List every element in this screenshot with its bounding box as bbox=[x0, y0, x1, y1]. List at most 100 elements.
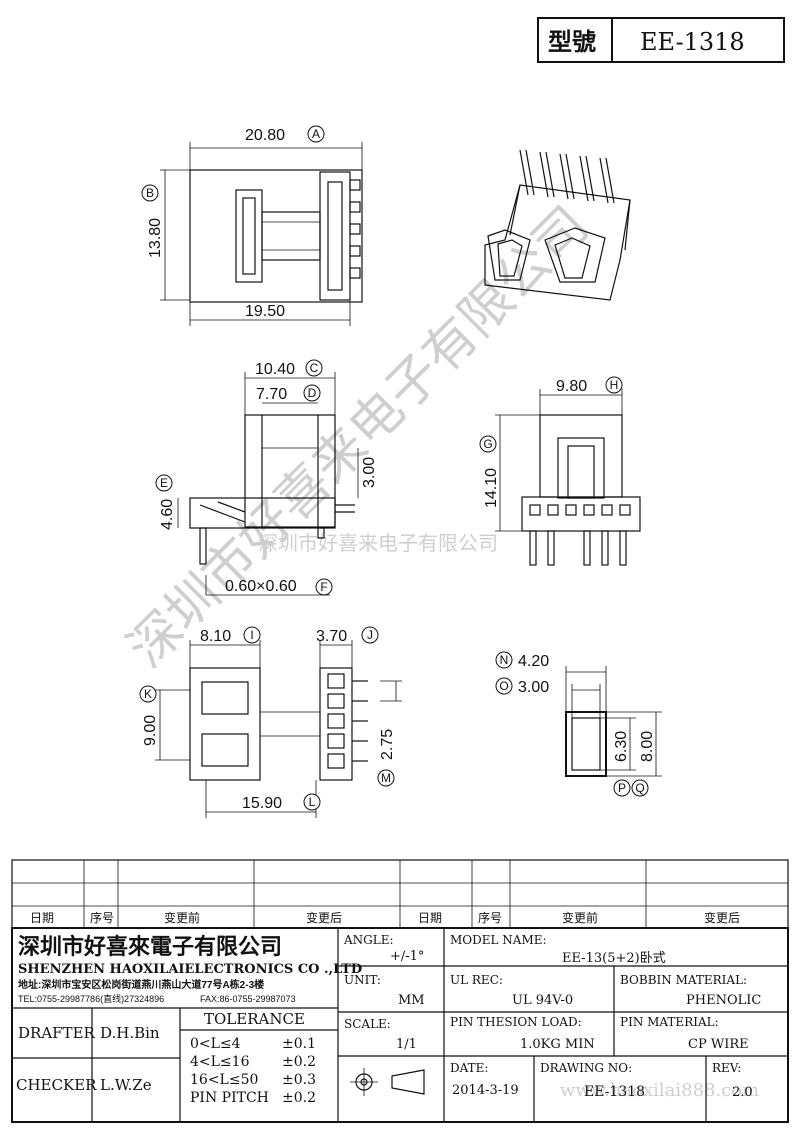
rev-header-before-2: 变更前 bbox=[562, 910, 598, 925]
tag-i: I bbox=[250, 628, 253, 642]
tag-c: C bbox=[310, 361, 319, 375]
dim-section-q: 8.00 bbox=[639, 731, 656, 762]
tag-e: E bbox=[160, 476, 168, 490]
company-fax: FAX:86-0755-29987073 bbox=[200, 994, 296, 1004]
tolerance-title: TOLERANCE bbox=[204, 1010, 305, 1028]
rev-header-seq-2: 序号 bbox=[478, 910, 502, 925]
dim-bottom-d: 2.75 bbox=[379, 729, 396, 760]
tag-f: F bbox=[320, 580, 327, 594]
dim-side-1: 10.40 bbox=[255, 361, 295, 378]
tag-p: P bbox=[618, 781, 626, 795]
tol-value-2: ±0.2 bbox=[282, 1054, 316, 1070]
dim-bottom-width: 19.50 bbox=[245, 303, 285, 320]
watermark-horizontal: 深圳市好喜来电子有限公司 bbox=[258, 531, 498, 555]
drafter-name: D.H.Bin bbox=[100, 1024, 160, 1042]
dim-front-height: 14.10 bbox=[483, 468, 500, 508]
tag-k: K bbox=[144, 687, 152, 701]
projection-symbol bbox=[350, 1068, 425, 1096]
company-address: 地址:深圳市宝安区松岗街道燕川燕山大道77号A栋2-3楼 bbox=[18, 978, 264, 991]
model-box-label: 型號 bbox=[548, 27, 596, 56]
model-box: 型號 EE-1318 bbox=[537, 17, 785, 63]
rev-header-after-2: 变更后 bbox=[704, 910, 740, 925]
dim-bottom-c: 9.00 bbox=[142, 715, 159, 746]
drawing-value: EE-1318 bbox=[584, 1084, 645, 1100]
tol-range-4: PIN PITCH bbox=[190, 1090, 269, 1106]
dim-bottom-b: 3.70 bbox=[316, 628, 347, 645]
rev-header-after: 变更后 bbox=[306, 910, 342, 925]
tol-value-1: ±0.1 bbox=[282, 1036, 316, 1052]
bobbin-value: PHENOLIC bbox=[686, 993, 761, 1008]
pin-label: PIN MATERIAL: bbox=[620, 1015, 719, 1029]
bobbin-label: BOBBIN MATERIAL: bbox=[620, 973, 747, 987]
angle-value: +/-1° bbox=[390, 949, 424, 964]
unit-value: MM bbox=[398, 993, 425, 1008]
dim-section-o: 3.00 bbox=[518, 679, 549, 696]
company-tel: TEL:0755-29987786(直线)27324896 bbox=[18, 993, 164, 1004]
tol-range-3: 16<L≤50 bbox=[190, 1072, 258, 1088]
model-value: EE-13(5+2)卧式 bbox=[562, 951, 666, 966]
dim-bottom-e: 15.90 bbox=[242, 795, 282, 812]
bottom-view: 8.10 I 3.70 J 9.00 K 2.75 M 15.90 L bbox=[139, 626, 402, 818]
tag-q: Q bbox=[635, 781, 644, 795]
isometric-view bbox=[484, 149, 631, 301]
load-value: 1.0KG MIN bbox=[520, 1037, 595, 1052]
date-value: 2014-3-19 bbox=[452, 1083, 519, 1098]
tag-n: N bbox=[500, 653, 509, 667]
tag-b: B bbox=[146, 186, 154, 200]
tag-a: A bbox=[312, 127, 320, 141]
scale-value: 1/1 bbox=[396, 1037, 417, 1052]
tol-value-3: ±0.3 bbox=[282, 1072, 316, 1088]
dim-section-n: 4.20 bbox=[518, 653, 549, 670]
title-block: 深圳市好喜來電子有限公司 SHENZHEN HAOXILAIELECTRONIC… bbox=[11, 927, 789, 1123]
drafter-label: DRAFTER bbox=[18, 1024, 96, 1042]
rev-header-before: 变更前 bbox=[164, 910, 200, 925]
model-label: MODEL NAME: bbox=[450, 933, 547, 947]
load-label: PIN THESION LOAD: bbox=[450, 1015, 582, 1029]
tag-g: G bbox=[483, 437, 492, 451]
dim-side-3: 3.00 bbox=[361, 457, 378, 488]
date-label: DATE: bbox=[450, 1061, 488, 1075]
tag-j: J bbox=[367, 628, 373, 642]
model-box-value: EE-1318 bbox=[640, 28, 745, 56]
company-name-en: SHENZHEN HAOXILAIELECTRONICS CO .,LTD bbox=[18, 962, 362, 977]
checker-label: CHECKER bbox=[16, 1076, 97, 1094]
tag-d: D bbox=[308, 386, 317, 400]
revision-table: 日期 序号 变更前 变更后 日期 序号 变更前 变更后 bbox=[11, 859, 789, 929]
dim-top-height: 13.80 bbox=[147, 218, 164, 258]
side-view: 10.40 C 7.70 D 3.00 4.60 E 0.60×0.60 F bbox=[155, 359, 378, 596]
dim-side-2: 7.70 bbox=[256, 386, 287, 403]
dim-section-p: 6.30 bbox=[613, 731, 630, 762]
rev-header-seq: 序号 bbox=[90, 910, 114, 925]
rev-header-date-2: 日期 bbox=[418, 911, 442, 925]
rev-header-date: 日期 bbox=[30, 911, 54, 925]
tag-h: H bbox=[610, 378, 619, 392]
section-view: N 4.20 O 3.00 6.30 8.00 P Q bbox=[495, 651, 662, 797]
company-name-cn: 深圳市好喜來電子有限公司 bbox=[18, 934, 282, 960]
dim-bottom-a: 8.10 bbox=[200, 628, 231, 645]
tag-o: O bbox=[499, 679, 508, 693]
ul-label: UL REC: bbox=[450, 973, 503, 987]
dim-top-width: 20.80 bbox=[245, 127, 285, 144]
rev-value: 2.0 bbox=[732, 1085, 753, 1100]
tol-value-4: ±0.2 bbox=[282, 1090, 316, 1106]
tag-m: M bbox=[381, 771, 391, 785]
ul-value: UL 94V-0 bbox=[512, 993, 573, 1008]
drawing-label: DRAWING NO: bbox=[540, 1061, 632, 1075]
tag-l: L bbox=[309, 795, 316, 809]
top-view: 20.80 A 13.80 B 19.50 bbox=[141, 125, 363, 326]
scale-label: SCALE: bbox=[344, 1017, 391, 1031]
watermark-url: www.haoxilai888.com bbox=[560, 1080, 759, 1101]
angle-label: ANGLE: bbox=[343, 933, 394, 947]
dim-side-4: 4.60 bbox=[159, 499, 176, 530]
checker-name: L.W.Ze bbox=[100, 1076, 152, 1094]
rev-label: REV: bbox=[712, 1061, 741, 1075]
dim-pin: 0.60×0.60 bbox=[225, 578, 297, 595]
unit-label: UNIT: bbox=[344, 973, 381, 987]
dim-front-width: 9.80 bbox=[556, 378, 587, 395]
front-view: 9.80 H 14.10 G bbox=[479, 376, 641, 566]
pin-value: CP WIRE bbox=[688, 1037, 749, 1052]
tol-range-2: 4<L≤16 bbox=[190, 1054, 250, 1070]
tol-range-1: 0<L≤4 bbox=[190, 1036, 241, 1052]
